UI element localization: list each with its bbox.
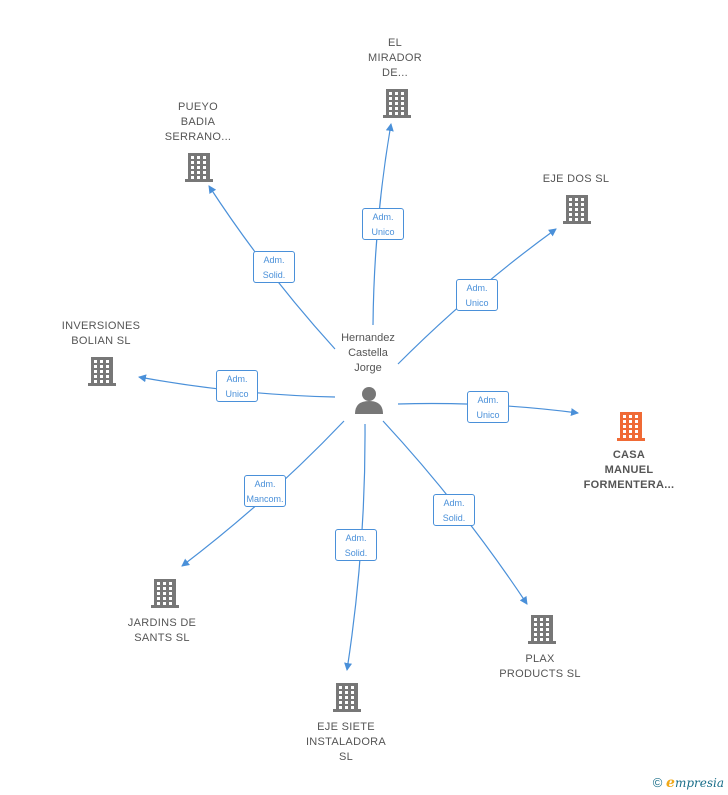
company-name-line: PUEYO	[177, 101, 219, 113]
relation-text: Solid.	[442, 513, 466, 523]
building-icon[interactable]	[563, 195, 591, 224]
relation-text: Adm.	[263, 255, 285, 265]
company-name-line: JARDINS DE	[127, 617, 197, 629]
building-icon[interactable]	[617, 412, 645, 441]
company-name-line: SL	[338, 751, 354, 763]
company-name-line: MANUEL	[604, 464, 654, 476]
company-name-line: EJE SIETE	[317, 721, 375, 733]
relation-text: Unico	[476, 410, 500, 420]
company-name-line: FORMENTERA...	[583, 479, 675, 491]
company-name-line: BOLIAN SL	[71, 335, 131, 347]
relation-text: Solid.	[344, 548, 368, 558]
company-name-line: MIRADOR	[367, 52, 423, 64]
company-label-jardins-de-sants[interactable]: JARDINS DE SANTS SL	[128, 616, 196, 646]
company-name-line: INSTALADORA	[305, 736, 387, 748]
building-icon[interactable]	[383, 89, 411, 118]
relation-text: Adm.	[226, 374, 248, 384]
relation-text: Adm.	[254, 479, 276, 489]
company-name-line: EJE DOS SL	[542, 173, 610, 185]
relation-text: Adm.	[466, 283, 488, 293]
company-name-line: EL	[387, 37, 403, 49]
company-name-line: DE...	[382, 67, 408, 79]
relation-badge-eje-dos[interactable]: Adm. Unico	[456, 279, 498, 311]
company-label-plax-products[interactable]: PLAX PRODUCTS SL	[499, 652, 581, 682]
company-label-inversiones-bolian[interactable]: INVERSIONES BOLIAN SL	[62, 319, 141, 349]
company-name-line: CASA	[612, 449, 646, 461]
company-label-eje-siete[interactable]: EJE SIETE INSTALADORA SL	[306, 720, 386, 765]
person-icon[interactable]	[355, 387, 383, 414]
copyright-footer: © empresia	[653, 775, 724, 791]
relation-text: Adm.	[477, 395, 499, 405]
relation-badge-eje-siete[interactable]: Adm. Solid.	[335, 529, 377, 561]
building-icon[interactable]	[185, 153, 213, 182]
building-icon[interactable]	[528, 615, 556, 644]
relation-badge-plax-products[interactable]: Adm. Solid.	[433, 494, 475, 526]
company-name-line: PRODUCTS SL	[499, 668, 581, 680]
empresia-logo[interactable]: empresia	[666, 775, 724, 791]
person-name-line: Castella	[348, 347, 388, 359]
relation-text: Adm.	[443, 498, 465, 508]
relation-badge-el-mirador[interactable]: Adm. Unico	[362, 208, 404, 240]
relation-text: Unico	[371, 227, 395, 237]
person-name-line: Jorge	[354, 362, 382, 374]
company-label-el-mirador[interactable]: EL MIRADOR DE...	[368, 36, 422, 81]
relation-badge-pueyo-badia[interactable]: Adm. Solid.	[253, 251, 295, 283]
company-label-eje-dos[interactable]: EJE DOS SL	[543, 172, 610, 187]
company-name-line: PLAX	[525, 653, 555, 665]
building-icon[interactable]	[151, 579, 179, 608]
relation-text: Unico	[465, 298, 489, 308]
relation-text: Solid.	[262, 270, 286, 280]
company-label-pueyo-badia[interactable]: PUEYO BADIA SERRANO...	[165, 100, 232, 145]
relation-text: Adm.	[345, 533, 367, 543]
building-icon[interactable]	[333, 683, 361, 712]
company-name-line: SANTS SL	[134, 632, 190, 644]
person-name-line: Hernandez	[341, 332, 395, 344]
company-name-line: SERRANO...	[164, 131, 232, 143]
copyright-symbol: ©	[652, 775, 663, 790]
relation-badge-casa-manuel[interactable]: Adm. Unico	[467, 391, 509, 423]
company-label-casa-manuel[interactable]: CASA MANUEL FORMENTERA...	[584, 448, 675, 493]
company-name-line: INVERSIONES	[61, 320, 141, 332]
relation-badge-inversiones-bolian[interactable]: Adm. Unico	[216, 370, 258, 402]
relation-badge-jardins-de-sants[interactable]: Adm. Mancom.	[244, 475, 286, 507]
relation-text: Unico	[225, 389, 249, 399]
relation-text: Mancom.	[246, 494, 284, 504]
building-icon[interactable]	[88, 357, 116, 386]
company-name-line: BADIA	[180, 116, 216, 128]
relation-text: Adm.	[372, 212, 394, 222]
